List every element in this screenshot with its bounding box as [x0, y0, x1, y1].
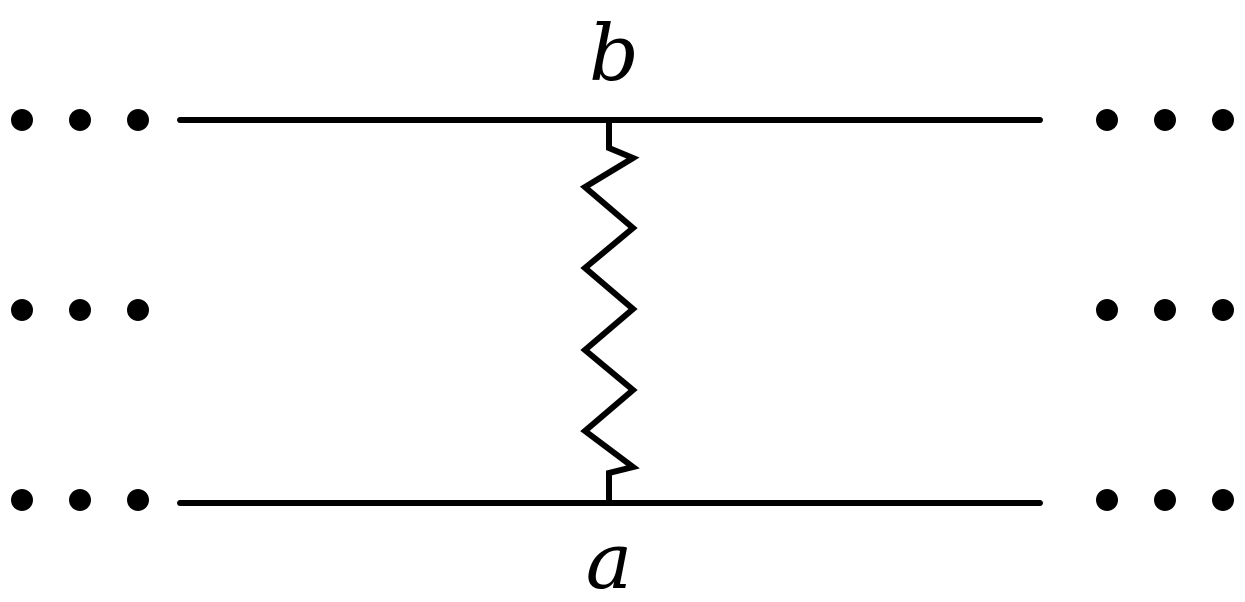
dot	[69, 299, 91, 321]
dot	[127, 489, 149, 511]
right-ellipsis-top	[1096, 109, 1234, 131]
label-b: b	[589, 9, 639, 99]
right-ellipsis-bottom	[1096, 489, 1234, 511]
dot	[11, 489, 33, 511]
dot	[1154, 489, 1176, 511]
dot	[1212, 299, 1234, 321]
dot	[127, 299, 149, 321]
dot	[11, 299, 33, 321]
dot	[69, 109, 91, 131]
dot	[127, 109, 149, 131]
dot	[69, 489, 91, 511]
dot	[1154, 299, 1176, 321]
dot	[11, 109, 33, 131]
left-ellipsis-middle	[11, 299, 149, 321]
left-ellipsis-bottom	[11, 489, 149, 511]
left-ellipsis-top	[11, 109, 149, 131]
dot	[1096, 299, 1118, 321]
dot	[1096, 109, 1118, 131]
dot	[1212, 109, 1234, 131]
right-ellipsis-middle	[1096, 299, 1234, 321]
dot	[1212, 489, 1234, 511]
label-a: a	[586, 517, 633, 602]
dot	[1154, 109, 1176, 131]
zigzag-exchange-line	[579, 120, 640, 503]
dot	[1096, 489, 1118, 511]
